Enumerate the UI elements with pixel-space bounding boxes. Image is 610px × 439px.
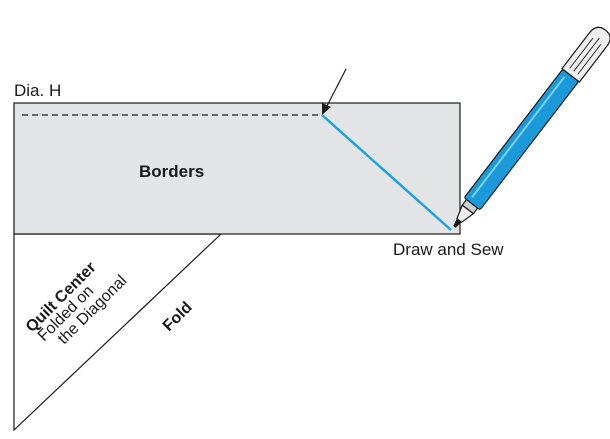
sew-diagonal-line bbox=[321, 114, 452, 231]
marking-pen-icon bbox=[453, 26, 610, 228]
border-strip bbox=[13, 102, 461, 235]
fold-label: Fold bbox=[160, 299, 196, 335]
dia-h-label: Dia. H bbox=[14, 81, 61, 100]
borders-label: Borders bbox=[139, 162, 204, 181]
pointer-arrow-icon bbox=[322, 68, 347, 115]
draw-and-sew-label: Draw and Sew bbox=[393, 240, 504, 259]
